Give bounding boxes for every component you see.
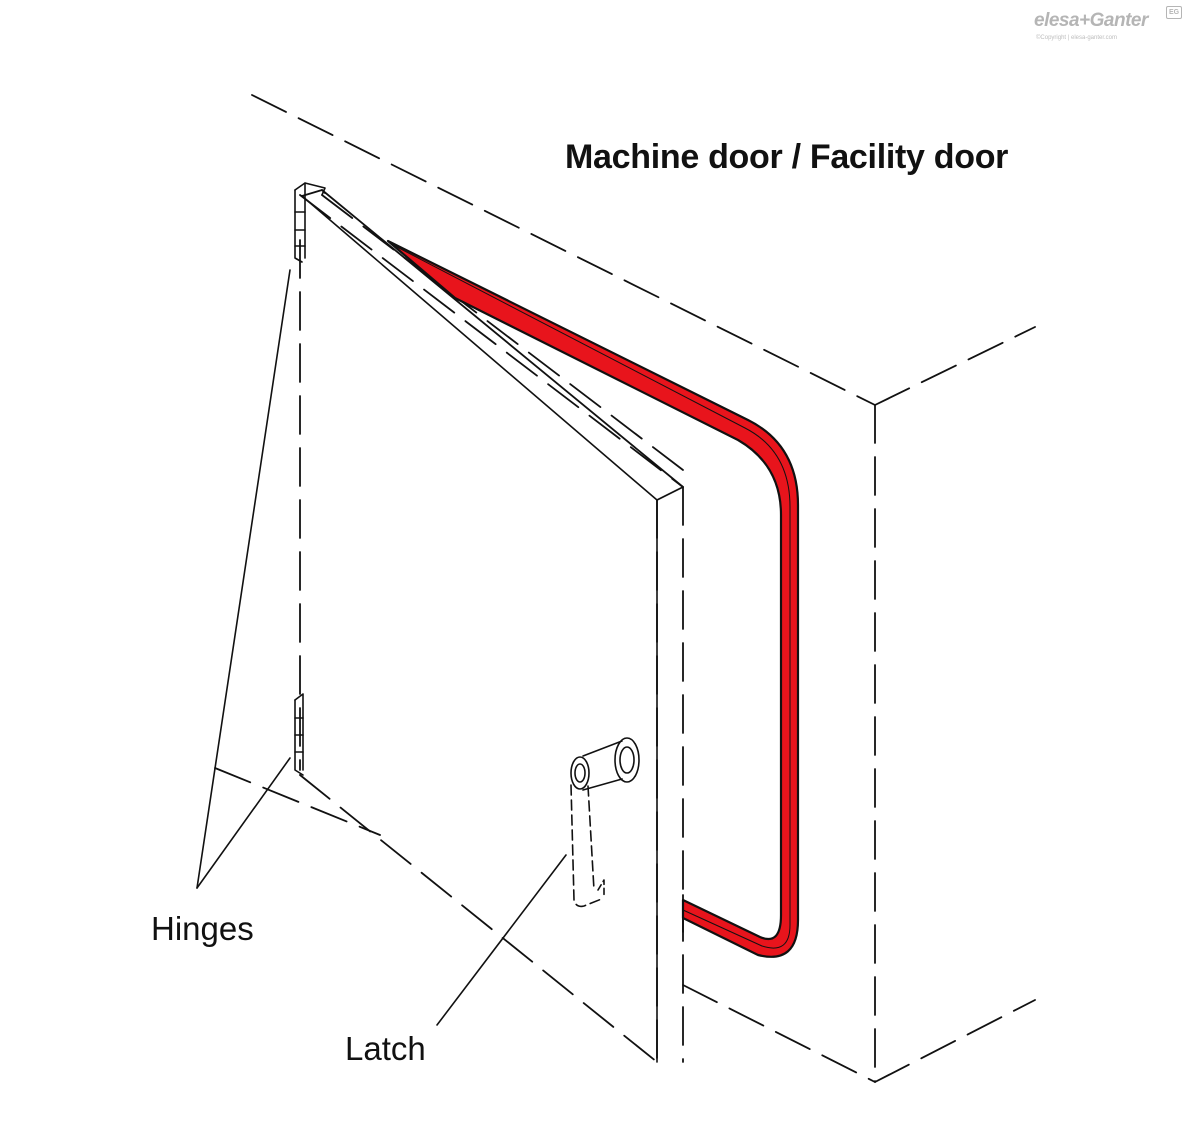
brand-sep: +: [1079, 10, 1090, 31]
latch: [570, 737, 640, 908]
brand-wordmark: elesa+Ganter: [1034, 10, 1148, 32]
brand-a: elesa: [1034, 10, 1080, 31]
door-opening-outline: [214, 194, 684, 1063]
hinges-label: Hinges: [151, 910, 254, 947]
lower-hinge: [294, 693, 304, 776]
door-panel: [301, 189, 684, 1063]
brand-b: Ganter: [1089, 10, 1149, 31]
brand-badge: EG: [1166, 6, 1182, 19]
seal-gasket: [386, 239, 800, 958]
latch-label: Latch: [345, 1030, 426, 1067]
leader-lines: [196, 269, 567, 1026]
housing-outline: [251, 94, 1036, 1083]
upper-hinge: [294, 182, 326, 263]
copyright-text: ©Copyright | elesa-ganter.com: [1036, 35, 1118, 41]
brand-logo: elesa+Ganter EG ©Copyright | elesa-gante…: [1030, 6, 1182, 46]
diagram-title: Machine door / Facility door: [565, 138, 1009, 176]
